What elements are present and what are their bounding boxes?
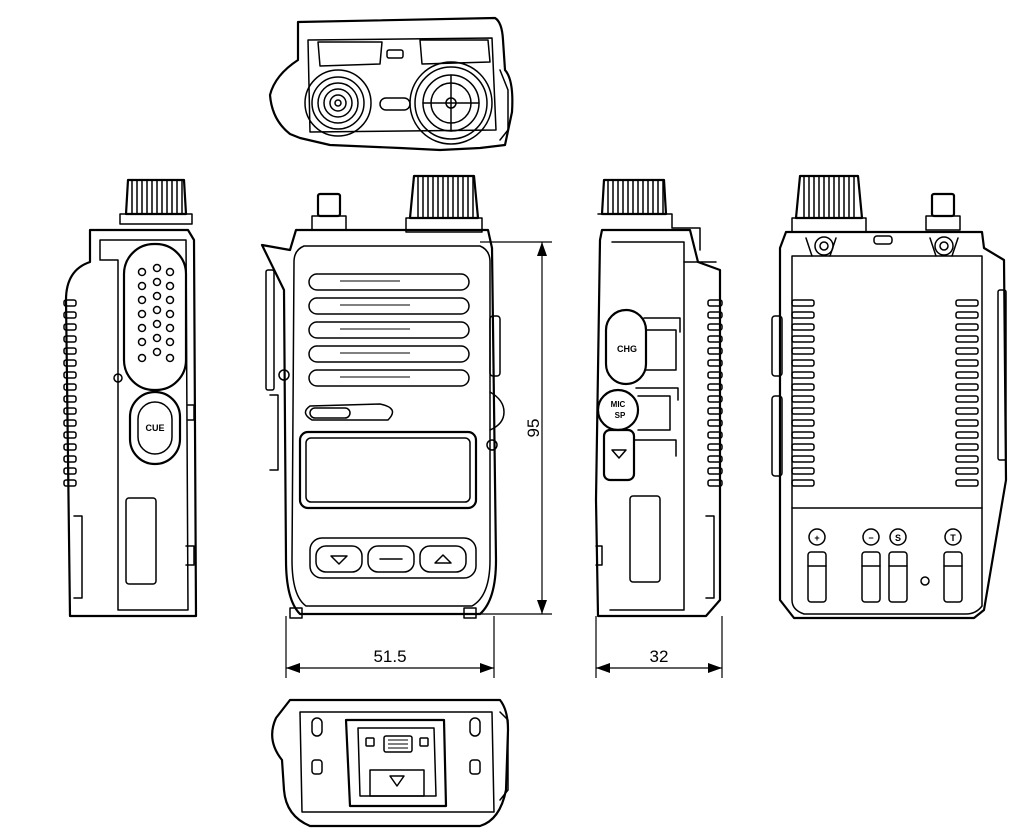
right-fins [707, 299, 723, 487]
width-dimension-label: 51.5 [373, 647, 406, 666]
mic-holes [137, 263, 175, 363]
back-view: + − S T [771, 174, 1008, 620]
up-key [419, 545, 467, 573]
chg-label: CHG [617, 344, 637, 354]
back-fins-right [955, 299, 979, 487]
down-key [315, 545, 363, 573]
dimension-height: 95 [480, 241, 552, 615]
chg-jack [604, 308, 648, 386]
front-view [260, 174, 505, 619]
height-dimension-label: 95 [524, 419, 543, 438]
contact-plus-label: + [814, 533, 819, 543]
antenna [316, 192, 342, 218]
cue-label: CUE [145, 423, 164, 433]
top-view [268, 16, 514, 152]
left-fins [63, 299, 77, 487]
dimension-width: 51.5 [285, 616, 495, 678]
back-fins-left [791, 299, 815, 487]
contact-t-label: T [950, 533, 956, 543]
battery-contacts: + − S T [807, 528, 963, 603]
bottom-view [271, 698, 510, 828]
keypad [309, 537, 477, 579]
right-side-view: CHG MIC SP [594, 178, 723, 618]
left-side-view: CUE [63, 178, 198, 618]
lcd-display [298, 430, 478, 510]
depth-dimension-label: 32 [650, 647, 669, 666]
contact-minus-label: − [868, 533, 873, 543]
led-indicator [304, 403, 394, 421]
mic-label: MIC [611, 400, 626, 409]
cue-button [128, 390, 182, 466]
ptt-lever [602, 428, 636, 482]
dimension-depth: 32 [595, 616, 723, 678]
sp-label: SP [615, 411, 626, 420]
menu-key [367, 545, 415, 573]
contact-s-label: S [895, 533, 901, 543]
speaker-grille [308, 273, 470, 387]
mic-sp-jack [596, 388, 640, 432]
